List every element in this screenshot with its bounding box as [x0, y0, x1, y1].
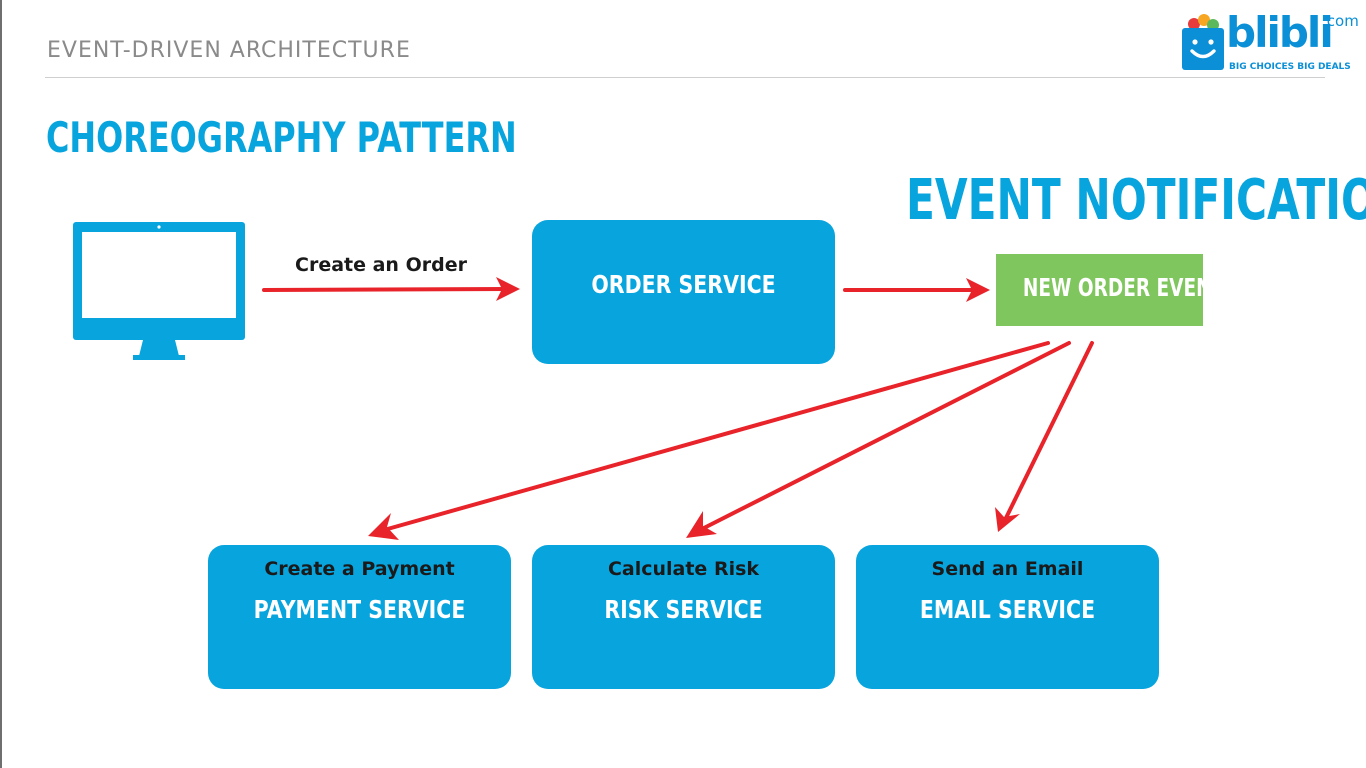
monitor-icon: [73, 222, 245, 360]
header-divider: [45, 77, 1325, 78]
arrow-event-to-payment: [382, 341, 1050, 532]
payment-service-box: Create a Payment PAYMENT SERVICE: [208, 545, 511, 689]
email-service-label: EMAIL SERVICE: [919, 595, 1096, 624]
shopping-bag-icon: [1182, 14, 1224, 70]
new-order-event-box: NEW ORDER EVENT: [996, 254, 1225, 326]
risk-service-box: Calculate Risk RISK SERVICE: [532, 545, 835, 689]
logo-tagline: BIG CHOICES BIG DEALS: [1229, 62, 1351, 72]
payment-action-label: Create a Payment: [264, 558, 455, 580]
section-title: EVENT-DRIVEN ARCHITECTURE: [47, 38, 411, 63]
arrowhead-payment: [368, 513, 399, 540]
notification-title: EVENT NOTIFICATION: [906, 168, 1366, 233]
pattern-title: CHOREOGRAPHY PATTERN: [46, 113, 517, 162]
arrow-client-to-order: [262, 287, 510, 292]
email-service-box: Send an Email EMAIL SERVICE: [856, 545, 1159, 689]
arrow-event-to-email: [1002, 341, 1094, 524]
email-action-label: Send an Email: [931, 558, 1084, 580]
arrowhead-order: [496, 277, 520, 301]
arrowhead-email: [995, 507, 1020, 532]
create-order-label: Create an Order: [295, 254, 467, 276]
arrow-event-to-risk: [698, 341, 1071, 532]
blibli-logo: blibli .com BIG CHOICES BIG DEALS: [1180, 8, 1359, 74]
risk-action-label: Calculate Risk: [607, 558, 760, 580]
payment-service-label: PAYMENT SERVICE: [253, 595, 466, 624]
logo-domain-suffix: .com: [1322, 12, 1359, 30]
arrowhead-event: [966, 278, 990, 302]
order-service-box: ORDER SERVICE: [532, 220, 835, 364]
slide-left-border: [0, 0, 2, 768]
new-order-event-label: NEW ORDER EVENT: [1022, 273, 1225, 302]
arrowhead-risk: [686, 511, 717, 538]
risk-service-label: RISK SERVICE: [604, 595, 763, 624]
order-service-label: ORDER SERVICE: [591, 270, 776, 299]
logo-wordmark: blibli: [1226, 8, 1334, 57]
